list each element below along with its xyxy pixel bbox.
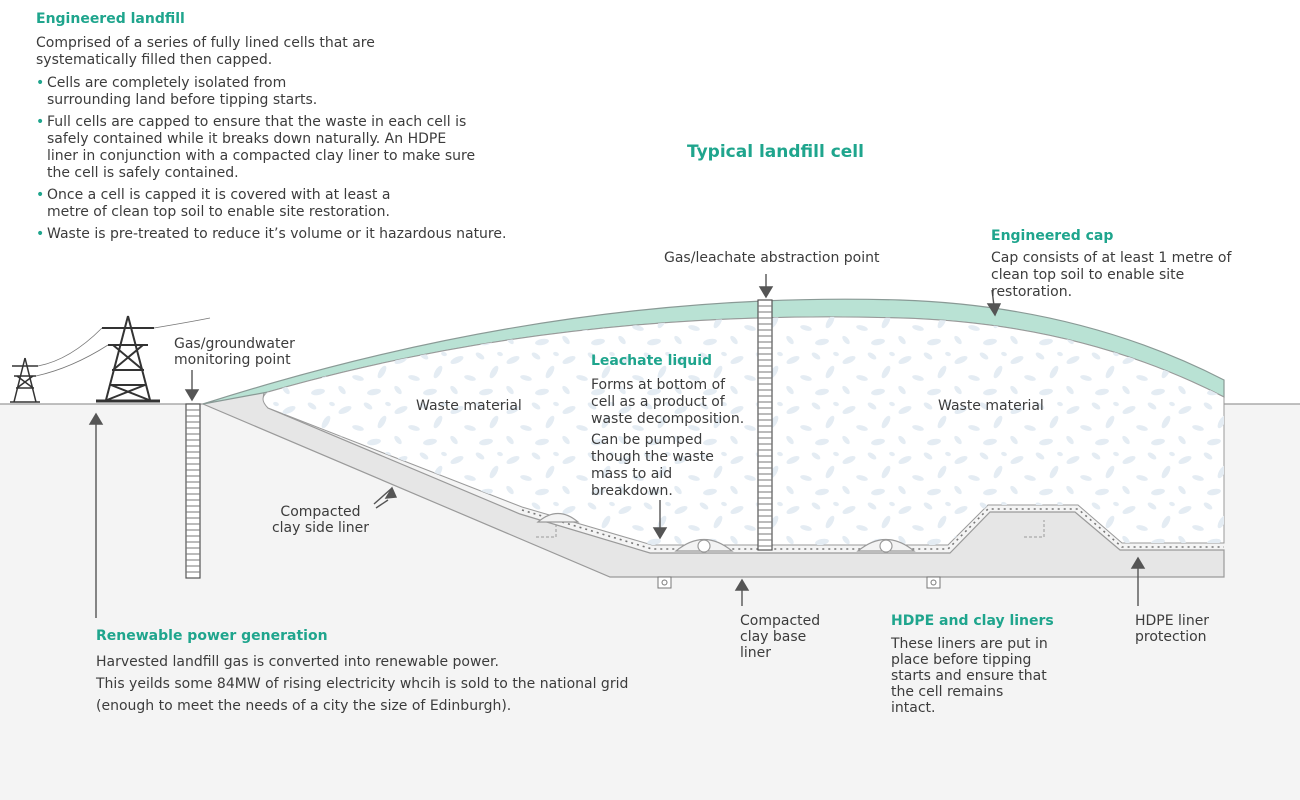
waste-material-right-label: Waste material: [938, 398, 1044, 414]
bullet-item: Cells are completely isolated from surro…: [36, 75, 367, 109]
abstraction-well: [757, 299, 773, 551]
compacted-clay-base-liner-label: Compacted clay base liner: [740, 613, 821, 661]
engineered-landfill-heading: Engineered landfill: [36, 11, 185, 27]
base-monitoring-boxes: [657, 576, 941, 589]
gas-groundwater-monitoring-label: Gas/groundwater monitoring point: [174, 336, 295, 368]
power-lines: [35, 317, 211, 377]
leachate-paragraph: Forms at bottom of cell as a product of …: [591, 377, 745, 427]
compacted-clay-side-liner-label: Compacted clay side liner: [271, 504, 370, 536]
leachate-text: Forms at bottom of cell as a product of …: [591, 377, 751, 504]
waste-material-left-label: Waste material: [416, 398, 522, 414]
renewable-power-heading: Renewable power generation: [96, 628, 328, 644]
collection-sumps: [536, 520, 1045, 538]
renewable-line: (enough to meet the needs of a city the …: [96, 698, 512, 714]
hdpe-liner-protection-label: HDPE liner protection: [1135, 613, 1210, 645]
gas-leachate-abstraction-label: Gas/leachate abstraction point: [664, 250, 880, 266]
bullet-item: Once a cell is capped it is covered with…: [36, 187, 392, 221]
pylon-large-icon: [96, 315, 160, 403]
leachate-paragraph: Can be pumped though the waste mass to a…: [591, 432, 714, 499]
renewable-power-text: Harvested landfill gas is converted into…: [96, 651, 628, 717]
waste-texture: [263, 316, 1224, 545]
groundwater-monitoring-well: [185, 403, 201, 579]
hdpe-clay-liners-text: These liners are put in place before tip…: [891, 636, 1048, 716]
engineered-landfill-bullets: Cells are completely isolated from surro…: [36, 75, 506, 248]
bullet-item: Waste is pre-treated to reduce it’s volu…: [36, 226, 507, 243]
engineered-cap-text: Cap consists of at least 1 metre of clea…: [991, 250, 1232, 300]
pylon-small-icon: [10, 357, 40, 403]
renewable-line: Harvested landfill gas is converted into…: [96, 654, 499, 670]
hdpe-liner-line: [521, 508, 1224, 550]
renewable-line: This yeilds some 84MW of rising electric…: [96, 676, 629, 692]
bullet-item: Full cells are capped to ensure that the…: [36, 114, 477, 182]
diagram-title: Typical landfill cell: [687, 142, 864, 162]
arrows: [88, 274, 1146, 618]
leachate-heading: Leachate liquid: [591, 353, 713, 369]
hdpe-clay-liners-heading: HDPE and clay liners: [891, 613, 1054, 629]
drainage-pipes: [536, 512, 916, 553]
engineered-landfill-intro: Comprised of a series of fully lined cel…: [36, 35, 375, 68]
engineered-cap-heading: Engineered cap: [991, 228, 1114, 244]
